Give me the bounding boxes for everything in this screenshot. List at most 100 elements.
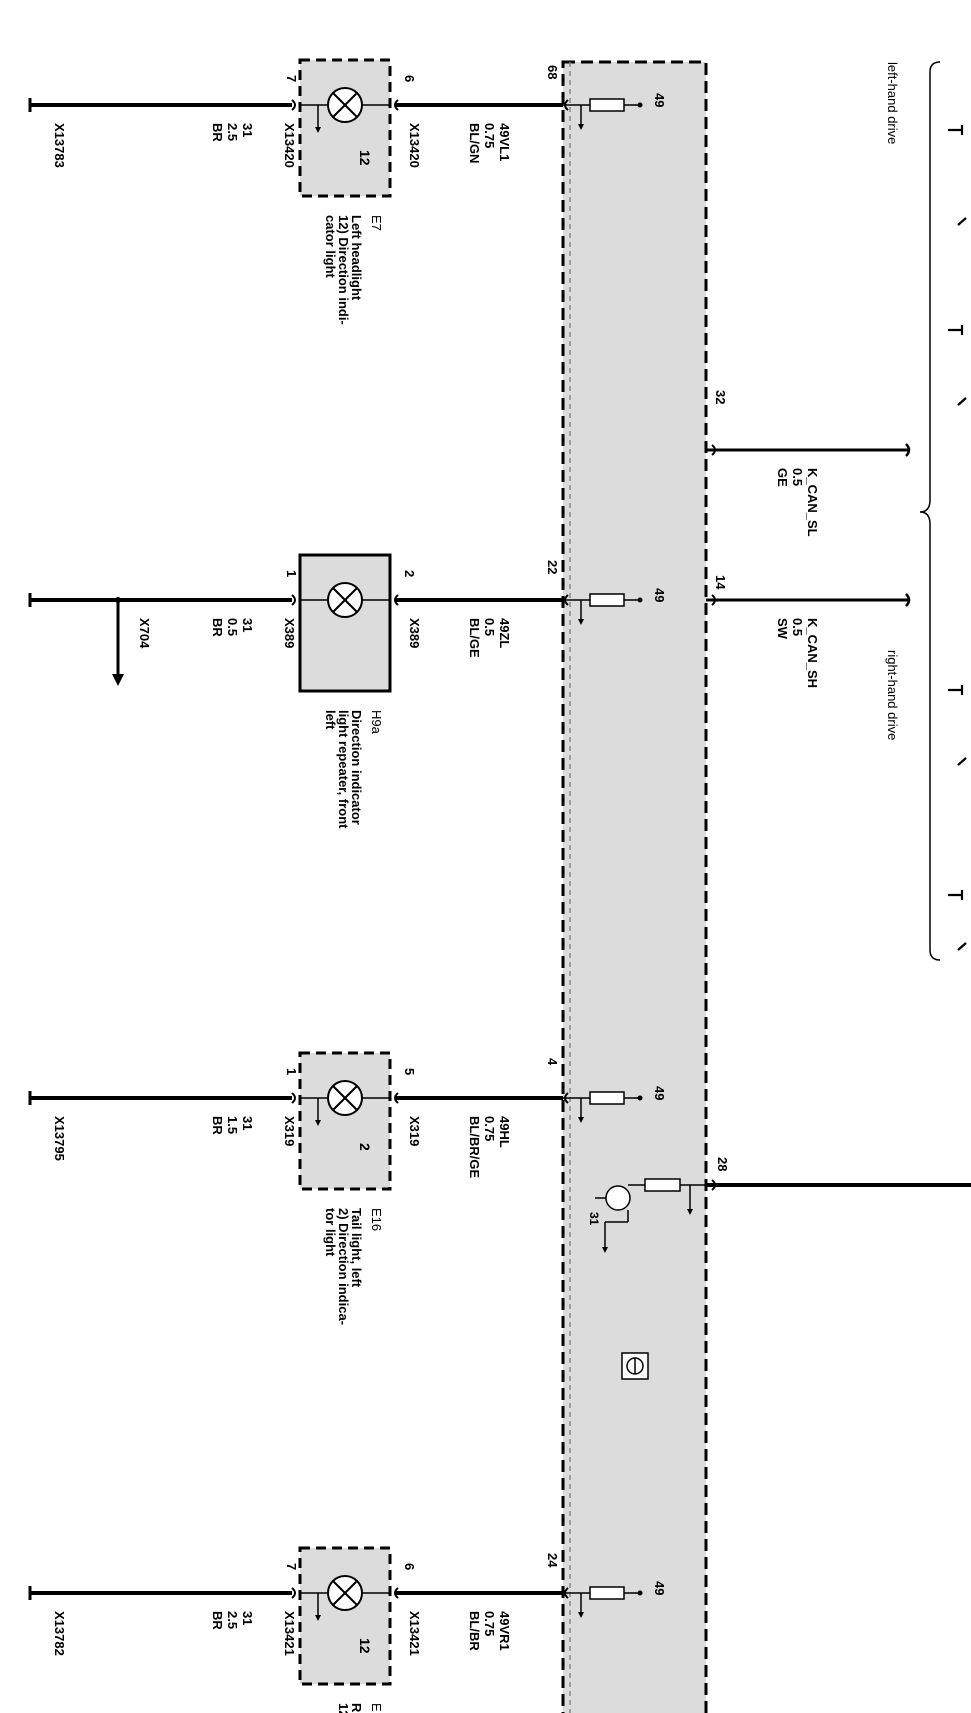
pin-28-resistor xyxy=(644,1178,681,1192)
lamp-box xyxy=(298,58,392,198)
component-desc-line: 12 xyxy=(336,1703,351,1713)
component-ref: E16 xyxy=(369,1208,384,1231)
ground-wire-color: BR xyxy=(210,1116,225,1135)
component-desc-line: light repeater, front xyxy=(336,710,351,829)
lamp-box xyxy=(298,553,392,693)
component-desc-line: R xyxy=(349,1703,364,1713)
driver-resistor xyxy=(589,1586,625,1600)
ground-wire-id: 31 xyxy=(240,618,255,632)
driver-output-label: 49 xyxy=(652,93,667,107)
component-desc-line: Direction indicator xyxy=(349,710,364,825)
component-ref: H9a xyxy=(369,710,384,735)
can-high-signal: K_CAN_SH xyxy=(805,618,820,688)
can-low-color: GE xyxy=(775,468,790,487)
driver-output-label: 49 xyxy=(652,588,667,602)
driver-node xyxy=(637,1590,643,1596)
can-bus-low: 32 K_CAN_SL 0.5 GE xyxy=(706,390,911,537)
lamp-number: 12 xyxy=(357,150,373,166)
driver-ground-label: 31 xyxy=(587,1212,601,1226)
connector-out-label: X13421 xyxy=(282,1611,297,1656)
component-ref: E7 xyxy=(369,215,384,231)
ground-point-label: X13795 xyxy=(52,1116,67,1161)
component-desc-line: 12) Direction indi- xyxy=(336,215,351,325)
ground-wire-id: 31 xyxy=(240,1611,255,1625)
can-low-section: 0.5 xyxy=(790,468,805,486)
driver-node xyxy=(637,1095,643,1101)
connector-in-label: X13421 xyxy=(407,1611,422,1656)
ground-wire-id: 31 xyxy=(240,123,255,137)
connector-out-label: X319 xyxy=(282,1116,297,1146)
component-desc-line: left xyxy=(323,710,338,730)
lamp-pin-in: 2 xyxy=(402,570,417,577)
ecu-symbol-icon xyxy=(621,1352,649,1380)
module-pin-label: 22 xyxy=(545,560,560,574)
driver-node xyxy=(637,597,643,603)
wire-section-label: 0.75 xyxy=(482,1116,497,1141)
can-high-color: SW xyxy=(775,618,790,640)
drive-option-bracket xyxy=(919,61,941,961)
wire-id-label: 49HL xyxy=(497,1116,512,1148)
ground-wire-section: 2.5 xyxy=(225,123,240,141)
lamp-pin-in: 6 xyxy=(402,75,417,82)
can-low-pin: 32 xyxy=(713,390,728,404)
connector-in-label: X389 xyxy=(407,618,422,648)
lamp-box xyxy=(298,1546,392,1686)
ground-wire-id: 31 xyxy=(240,1116,255,1130)
right-hand-drive-label: right-hand drive xyxy=(885,650,900,740)
left-hand-drive-label: left-hand drive xyxy=(885,62,900,144)
driver-output-label: 49 xyxy=(652,1086,667,1100)
can-low-signal: K_CAN_SL xyxy=(805,468,820,537)
ground-wire-color: BR xyxy=(210,123,225,142)
component-desc-line: Tail light, left xyxy=(349,1208,364,1288)
driver-resistor xyxy=(589,1091,625,1105)
connector-in-label: X319 xyxy=(407,1116,422,1146)
ground-point-label: X13782 xyxy=(52,1611,67,1656)
driver-resistor xyxy=(589,98,625,112)
lamp-pin-out: 7 xyxy=(284,75,299,82)
control-module-box xyxy=(561,60,708,1713)
component-desc-line: cator light xyxy=(323,215,338,279)
connector-out-label: X389 xyxy=(282,618,297,648)
connector-in-label: X13420 xyxy=(407,123,422,168)
wire-color-label: BL/GN xyxy=(467,123,482,163)
wire-id-label: 49ZL xyxy=(497,618,512,648)
lamp-pin-in: 6 xyxy=(402,1563,417,1570)
driver-node xyxy=(637,102,643,108)
module-pin-label: 4 xyxy=(545,1058,560,1066)
can-bus-high: 14 K_CAN_SH 0.5 SW xyxy=(706,575,911,688)
lamp-pin-out: 1 xyxy=(284,1068,299,1075)
lamp-pin-out: 7 xyxy=(284,1563,299,1570)
wire-id-label: 49VR1 xyxy=(497,1611,512,1651)
component-desc-line: tor light xyxy=(323,1208,338,1257)
wire-color-label: BL/BR xyxy=(467,1611,482,1651)
connector-out-label: X13420 xyxy=(282,123,297,168)
driver-transistor xyxy=(605,1185,631,1211)
lamp-pin-out: 1 xyxy=(284,570,299,577)
wire-id-label: 49VL1 xyxy=(497,123,512,161)
bus-tick-marks xyxy=(948,125,967,951)
module-pin-label: 24 xyxy=(545,1553,560,1568)
can-high-pin: 14 xyxy=(713,575,728,590)
wire-color-label: BL/GE xyxy=(467,618,482,658)
wire-section-label: 0.75 xyxy=(482,123,497,148)
lamp-number: 2 xyxy=(357,1143,373,1151)
pin-28-label: 28 xyxy=(715,1157,730,1171)
lamp-circuit-3: 49449HL0.75BL/BR/GE512X319X319311.5BRX13… xyxy=(28,1051,667,1325)
ground-wire-color: BR xyxy=(210,1611,225,1630)
can-high-section: 0.5 xyxy=(790,618,805,636)
wire-color-label: BL/BR/GE xyxy=(467,1116,482,1178)
driver-output-label: 49 xyxy=(652,1581,667,1595)
pin-28-output: 28 31 xyxy=(587,1157,971,1253)
ground-wire-section: 0.5 xyxy=(225,618,240,636)
module-pin-label: 68 xyxy=(545,65,560,79)
ground-point-label: X13783 xyxy=(52,123,67,168)
ground-wire-section: 2.5 xyxy=(225,1611,240,1629)
driver-resistor xyxy=(589,593,625,607)
lamp-box xyxy=(298,1051,392,1191)
component-desc-line: Left headlight xyxy=(349,215,364,301)
wire-section-label: 0.75 xyxy=(482,1611,497,1636)
ground-wire-color: BR xyxy=(210,618,225,637)
